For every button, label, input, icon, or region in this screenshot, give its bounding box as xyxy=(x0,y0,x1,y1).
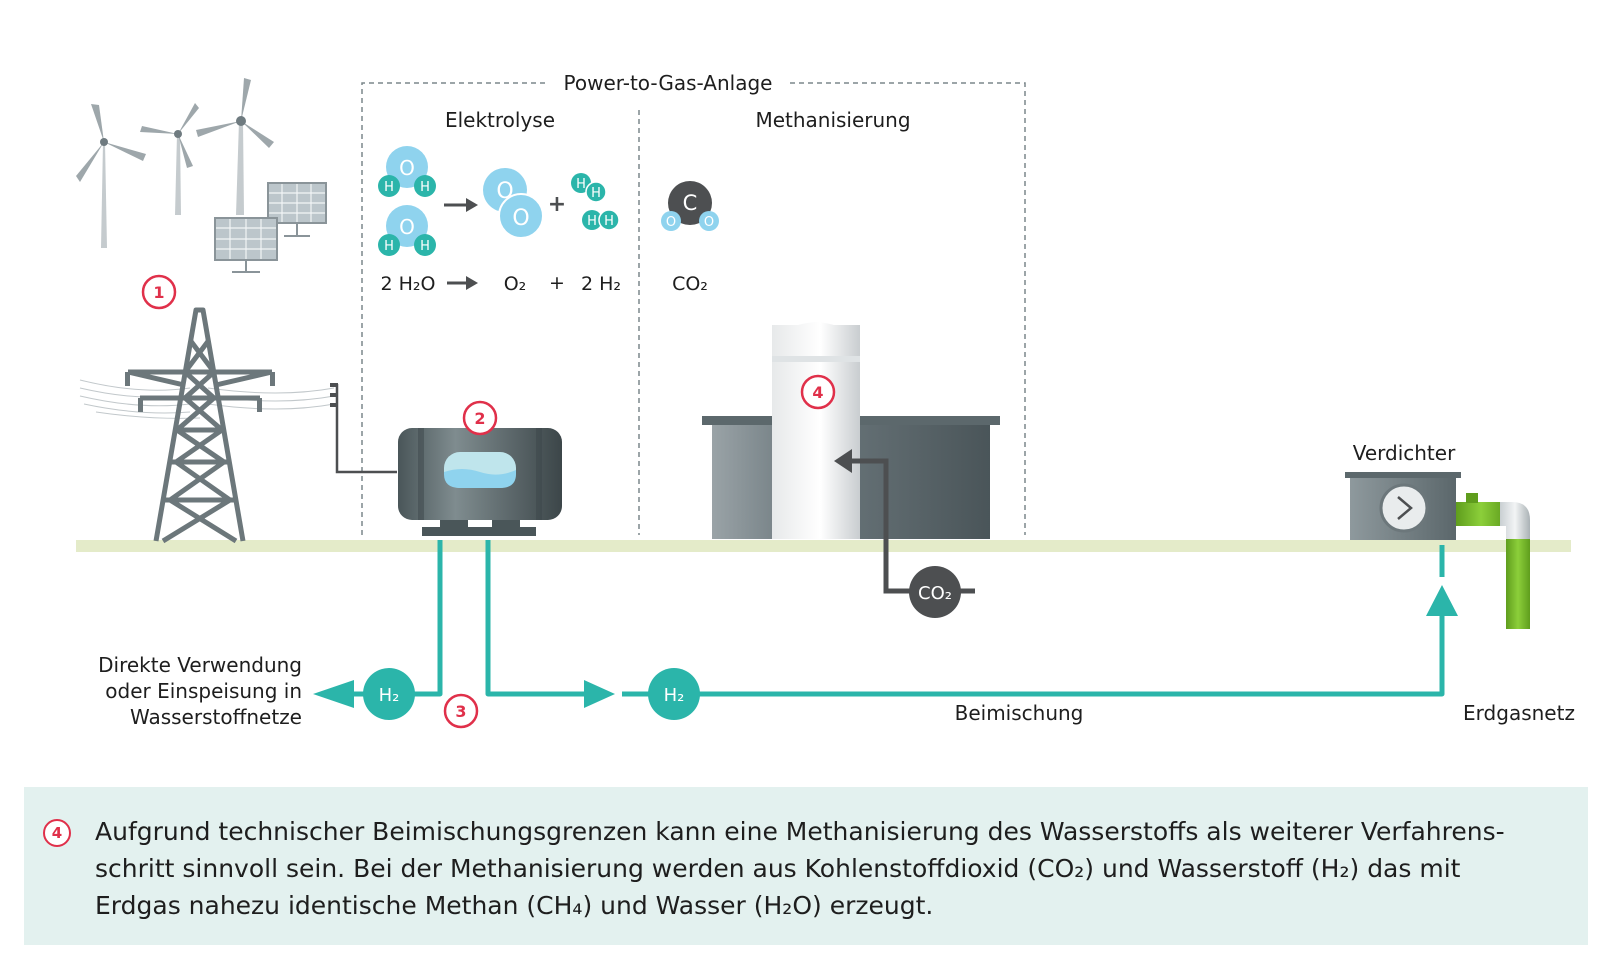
gas-grid-label: Erdgasnetz xyxy=(1463,701,1575,725)
svg-text:H: H xyxy=(384,180,394,195)
svg-text:O: O xyxy=(666,215,676,230)
ground-strip xyxy=(76,540,1571,552)
step-badge-3-label: 3 xyxy=(455,702,466,721)
water-molecule-icon: O H H xyxy=(378,205,436,256)
svg-text:H: H xyxy=(591,186,601,201)
power-pylon-icon xyxy=(127,307,273,544)
oxygen-molecule-icon: O O xyxy=(483,168,544,239)
insulator xyxy=(330,383,338,407)
svg-text:H: H xyxy=(420,239,430,254)
direct-use-line-1: Direkte Verwendung xyxy=(98,653,302,677)
equation-reactant: 2 H₂O xyxy=(381,273,436,295)
note-text: Aufgrund technischer Beimischungsgrenzen… xyxy=(95,817,1505,920)
co2-source-label: CO₂ xyxy=(918,583,952,604)
co2-source-node xyxy=(909,566,961,618)
gas-grid-pipe xyxy=(1456,493,1530,629)
step-badge-1-label: 1 xyxy=(153,283,164,302)
plant-boundary xyxy=(361,82,1026,535)
hydrogen-molecule-icon: H H xyxy=(582,209,620,231)
arrow-up-icon xyxy=(1426,585,1458,616)
wind-turbine-icon xyxy=(140,103,199,215)
svg-text:H: H xyxy=(576,177,586,192)
co2-molecule-icon: C O O xyxy=(661,181,719,231)
step-badge-3 xyxy=(443,693,479,729)
h2-node-right xyxy=(648,668,700,720)
compressor-unit xyxy=(1345,472,1461,540)
solar-panel-icon xyxy=(267,182,327,237)
svg-text:H: H xyxy=(420,180,430,195)
plus-sign: + xyxy=(548,192,566,217)
note-box: 4 Aufgrund technischer Beimischungsgrenz… xyxy=(24,787,1588,945)
reaction-arrow-icon xyxy=(444,198,478,212)
co2-formula: CO₂ xyxy=(672,273,708,295)
svg-text:O: O xyxy=(399,156,415,180)
equation-arrow-icon xyxy=(447,276,478,290)
direct-use-line-2: oder Einspeisung in xyxy=(105,679,302,703)
equation-plus: + xyxy=(549,272,565,294)
step-badge-2 xyxy=(462,400,498,436)
direct-use-line-3: Wasserstoffnetze xyxy=(130,705,302,729)
h2-node-left xyxy=(363,668,415,720)
blending-label: Beimischung xyxy=(955,701,1084,725)
power-connection-line xyxy=(335,384,397,474)
power-pylon-icon xyxy=(125,372,275,412)
step-badge-4 xyxy=(800,374,836,410)
step-badge-2-label: 2 xyxy=(474,409,485,428)
solar-panel-icon xyxy=(214,217,278,273)
note-badge: 4 xyxy=(43,819,71,847)
electrolysis-title: Elektrolyse xyxy=(445,108,555,132)
svg-text:O: O xyxy=(399,215,415,239)
wind-turbine-icon xyxy=(76,104,146,248)
step-badge-1 xyxy=(141,274,177,310)
wind-turbine-icon xyxy=(196,78,274,215)
equation-product-h2: 2 H₂ xyxy=(581,273,621,295)
co2-arrow-icon xyxy=(834,449,852,473)
svg-text:H: H xyxy=(604,214,614,229)
methanation-title: Methanisierung xyxy=(755,108,910,132)
h2-node-right-label: H₂ xyxy=(664,685,685,706)
methanation-reactor xyxy=(702,322,1000,539)
svg-text:H: H xyxy=(384,239,394,254)
svg-text:O: O xyxy=(512,206,529,231)
svg-text:C: C xyxy=(683,191,698,215)
hydrogen-molecule-icon: H H xyxy=(571,173,607,203)
svg-text:O: O xyxy=(704,215,714,230)
plant-label: Power-to-Gas-Anlage xyxy=(564,71,773,95)
arrow-right-icon xyxy=(584,680,615,708)
compressor-gauge-icon xyxy=(1397,496,1413,520)
step-badge-4-label: 4 xyxy=(812,383,823,402)
arrow-left-icon xyxy=(313,680,354,708)
electrolyser-tank xyxy=(398,428,562,536)
water-molecule-icon: O H H xyxy=(378,146,436,197)
hydrogen-pipeline xyxy=(350,540,1445,697)
equation-product-o2: O₂ xyxy=(504,273,527,295)
svg-text:H: H xyxy=(587,214,597,229)
h2-node-left-label: H₂ xyxy=(379,685,400,706)
compressor-label: Verdichter xyxy=(1353,441,1456,465)
svg-text:O: O xyxy=(496,179,513,204)
